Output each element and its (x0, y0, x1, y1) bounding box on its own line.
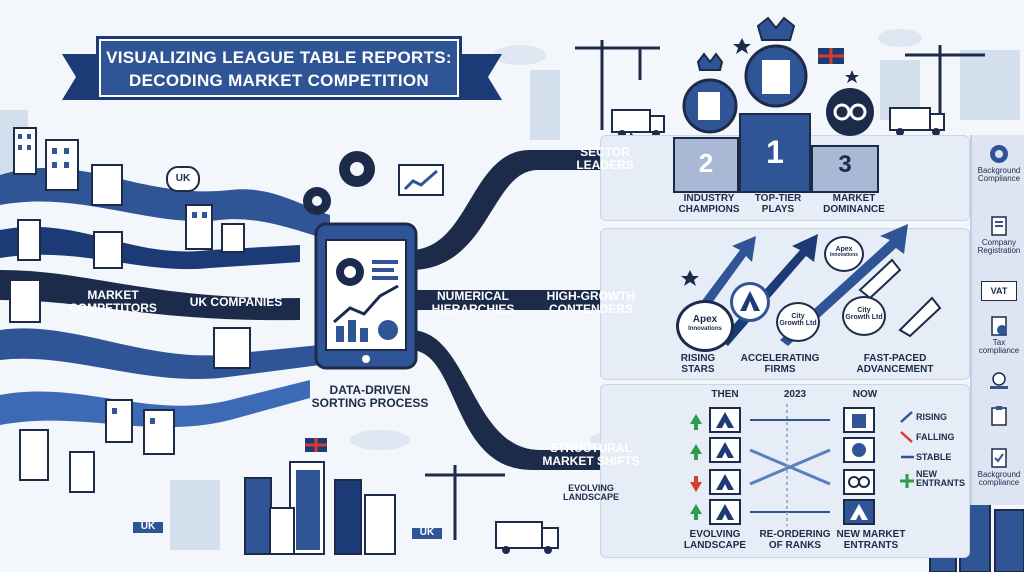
evolving-landscape-sub: EVOLVING LANDSCAPE (562, 483, 619, 503)
apex-logo-large: Apex Innovations (676, 300, 734, 352)
city-b-text: City Growth Ltd (845, 307, 883, 322)
shift-caption-reordering: RE-ORDERING OF RANKS (759, 529, 831, 551)
sidebar-item-clipboard (972, 405, 1024, 429)
legend-markers (900, 411, 914, 488)
sidebar-item-vat: VAT (972, 281, 1024, 301)
city-growth-logo-a: City Growth Ltd (776, 302, 820, 342)
sidebar-label-0: Background Compliance (977, 166, 1021, 184)
tablet-device (314, 222, 418, 370)
clipboard-icon (991, 406, 1007, 426)
apex-small-name: Apex (835, 246, 853, 253)
high-growth-panel (600, 228, 970, 380)
structural-shifts-panel (600, 384, 970, 558)
shift-caption-new-entrants: NEW MARKET ENTRANTS (836, 529, 906, 551)
legend-falling: FALLING (916, 432, 955, 442)
apex-large-name: Apex (692, 314, 718, 325)
sidebar-label-6: Background compliance (977, 470, 1021, 488)
apex-small-sub: Innovations (829, 252, 859, 259)
year-header: 2023 (783, 389, 807, 400)
sidebar-item-company-registration: Company Registration (972, 215, 1024, 256)
growth-caption-rising: RISING STARS (680, 353, 716, 375)
sector-leaders-label: SECTOR LEADERS (576, 145, 634, 172)
legend-new-entrants: NEW ENTRANTS (916, 469, 965, 489)
legend-rising: RISING (916, 412, 948, 422)
sidebar-label-3: Tax compliance (978, 338, 1020, 356)
sidebar-item-background-compliance: Background Compliance (972, 143, 1024, 184)
market-competitors-label: MARKET COMPETITORS (69, 288, 157, 315)
uk-truck-label-1: UK (133, 521, 163, 533)
podium-caption-3: MARKET DOMINANCE (823, 193, 885, 215)
now-header: NOW (852, 389, 878, 400)
document-icon (991, 216, 1007, 236)
then-header: THEN (711, 389, 739, 400)
growth-caption-fast-paced: FAST-PACED ADVANCEMENT (856, 353, 934, 375)
gears-icon (303, 151, 444, 215)
podium-rank-1: 1 (766, 134, 784, 170)
podium-caption-2: INDUSTRY CHAMPIONS (678, 193, 740, 215)
podium-graphic (673, 16, 879, 193)
city-a-text: City Growth Ltd (779, 313, 817, 328)
uk-truck-label-2: UK (412, 527, 442, 539)
sidebar-item-money (972, 371, 1024, 395)
title-line-2: DECODING MARKET COMPETITION (129, 71, 429, 90)
sidebar-item-background-compliance-2: Background compliance (972, 447, 1024, 488)
uk-location-badge: UK (166, 166, 200, 192)
shift-caption-evolving: EVOLVING LANDSCAPE (683, 529, 747, 551)
structural-shifts-label: STRUCTURAL MARKET SHIFTS (542, 441, 640, 468)
rank-shift-graph (690, 404, 875, 526)
tax-icon (991, 316, 1007, 336)
title-line-1: VISUALIZING LEAGUE TABLE REPORTS: (106, 48, 452, 67)
banner-ribbon (62, 54, 502, 100)
podium-caption-1: TOP-TIER PLAYS (754, 193, 802, 215)
numerical-hierarchies-label: NUMERICAL HIERARCHIES (431, 289, 515, 316)
apex-logo-small: Apex Innovations (824, 236, 864, 272)
legend-stable: STABLE (916, 452, 952, 462)
a-badge-logo (730, 282, 770, 322)
podium-rank-3: 3 (838, 151, 852, 178)
vat-icon: VAT (981, 281, 1017, 301)
title-banner: VISUALIZING LEAGUE TABLE REPORTS: DECODI… (96, 36, 462, 100)
growth-caption-accelerating: ACCELERATING FIRMS (740, 353, 820, 375)
uk-companies-label: UK COMPANIES (189, 295, 283, 309)
city-growth-logo-b: City Growth Ltd (842, 296, 886, 336)
gear-icon (990, 145, 1008, 163)
checklist-icon (991, 448, 1007, 468)
data-driven-label: DATA-DRIVEN SORTING PROCESS (311, 383, 429, 410)
high-growth-label: HIGH-GROWTH CONTENDERS (546, 289, 636, 316)
sidebar-label-1: Company Registration (977, 238, 1021, 256)
compliance-sidebar: Background Compliance Company Registrati… (970, 135, 1024, 505)
money-hand-icon (990, 372, 1008, 389)
podium-rank-2: 2 (698, 148, 714, 178)
apex-large-sub: Innovations (688, 325, 722, 332)
sidebar-item-tax-compliance: Tax compliance (972, 315, 1024, 356)
